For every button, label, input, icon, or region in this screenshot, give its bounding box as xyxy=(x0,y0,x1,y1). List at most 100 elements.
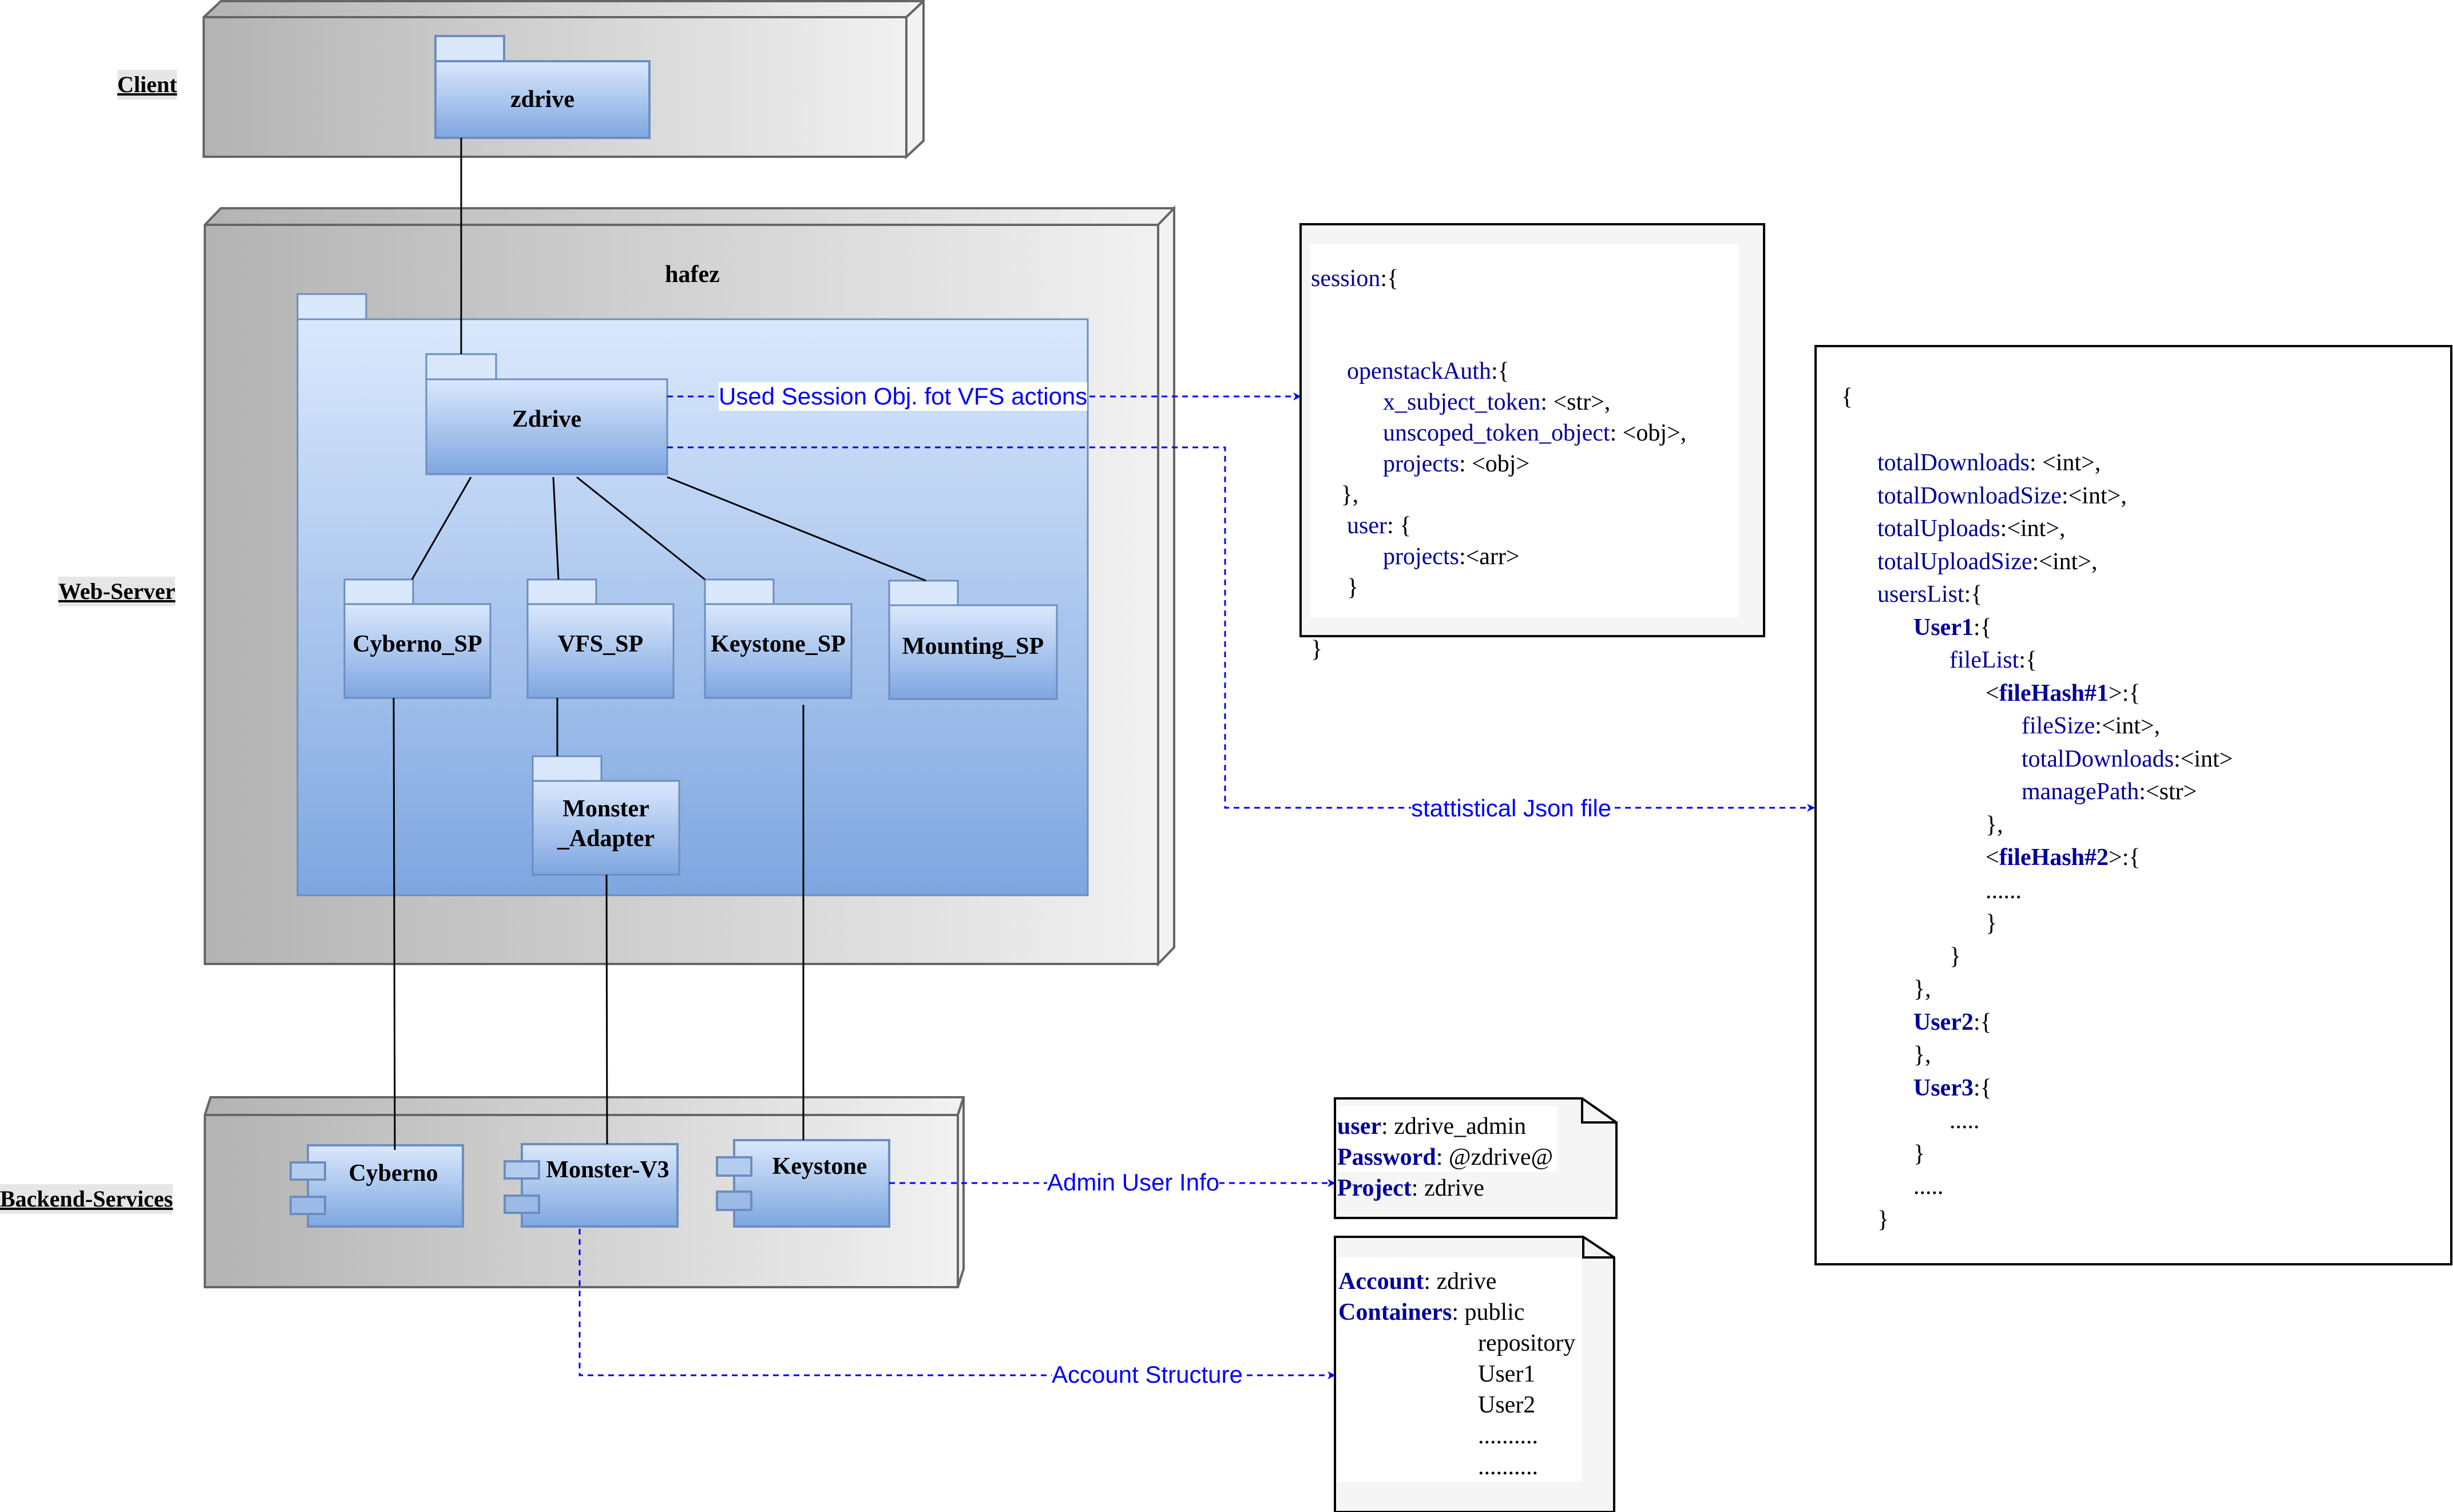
user2-key: User2 xyxy=(1913,1009,1974,1035)
file-hash-2-ellipsis: ...... xyxy=(1986,877,2022,904)
component-port-icon xyxy=(716,1156,752,1177)
admin-password-value: @zdrive@ xyxy=(1448,1144,1554,1170)
total-downloads-key: totalDownloads xyxy=(1877,450,2030,476)
containers-list: repository User1 User2 .......... ......… xyxy=(1478,1328,1575,1482)
component-port-icon xyxy=(290,1196,326,1215)
lane-label-backend-services: Backend-Services xyxy=(0,1184,173,1214)
keystone-component-label: Keystone xyxy=(772,1153,867,1180)
monster-v3-component[interactable] xyxy=(504,1143,679,1228)
stats-box xyxy=(1814,345,2452,1265)
container-item: User2 xyxy=(1478,1392,1536,1418)
total-upload-size-key: totalUploadSize xyxy=(1877,548,2032,575)
session-root-key: session xyxy=(1311,265,1381,292)
keystone-sp-label: Keystone_SP xyxy=(711,630,846,657)
containers-key: Containers xyxy=(1338,1299,1452,1326)
account-value: zdrive xyxy=(1436,1268,1497,1295)
container-item: .......... xyxy=(1478,1454,1538,1480)
container-item: .......... xyxy=(1478,1423,1538,1449)
monster-adapter-label-line1: Monster xyxy=(562,795,649,822)
admin-project-key: Project xyxy=(1337,1175,1412,1201)
zdrive-to-keystone-sp-line xyxy=(576,476,706,581)
monster-v3-component-label: Monster-V3 xyxy=(546,1156,669,1183)
component-port-icon xyxy=(290,1161,326,1181)
mounting-sp-label: Mounting_SP xyxy=(902,633,1044,660)
total-uploads-value: <int>, xyxy=(2007,515,2066,542)
total-uploads-key: totalUploads xyxy=(1877,515,2000,542)
file-total-downloads-key: totalDownloads xyxy=(2022,745,2174,772)
zdrive-package-label: Zdrive xyxy=(512,406,582,432)
openstack-auth-key: openstackAuth xyxy=(1347,358,1491,384)
zdrive-client-package[interactable] xyxy=(434,35,651,139)
monster-adapter-label-line2: _Adapter xyxy=(557,826,655,852)
cyberno-sp-label: Cyberno_SP xyxy=(352,630,482,657)
container-item: public xyxy=(1464,1299,1525,1326)
file-list-key: fileList xyxy=(1949,647,2019,673)
auth-projects-value: <obj> xyxy=(1465,451,1530,477)
admin-connector-label: Admin User Info xyxy=(1047,1168,1220,1197)
keystone-component[interactable] xyxy=(716,1139,890,1228)
admin-project-value: zdrive xyxy=(1424,1175,1484,1201)
user-projects-value: <arr> xyxy=(1465,543,1520,570)
file-hash-1-key: fileHash#1 xyxy=(1999,680,2109,707)
stats-code: { totalDownloads: <int>, totalDownloadSi… xyxy=(1841,384,2233,1233)
stats-connector-line[interactable] xyxy=(667,446,1815,812)
session-box xyxy=(1299,223,1765,637)
manage-path-key: managePath xyxy=(2022,779,2139,805)
user3-key: User3 xyxy=(1913,1074,1974,1101)
cyberno-sp-package[interactable] xyxy=(343,578,492,699)
total-upload-size-value: <int>, xyxy=(2039,548,2098,575)
zdrive-to-vfs-sp-line xyxy=(552,477,560,580)
component-port-icon xyxy=(504,1160,540,1180)
user-key: user xyxy=(1347,513,1387,539)
account-note-text: Account: zdrive Containers: public xyxy=(1338,1268,1525,1326)
stats-connector-label: stattistical Json file xyxy=(1411,794,1612,823)
total-download-size-value: <int>, xyxy=(2068,482,2127,509)
total-download-size-key: totalDownloadSize xyxy=(1877,482,2062,509)
user-projects-key: projects xyxy=(1383,543,1459,570)
file-size-value: <int>, xyxy=(2101,713,2161,739)
container-item: repository xyxy=(1478,1330,1576,1356)
x-subject-token-value: <str>, xyxy=(1547,389,1611,415)
keystone-sp-package[interactable] xyxy=(704,578,853,699)
manage-path-value: <str> xyxy=(2145,779,2197,805)
file-size-key: fileSize xyxy=(2022,713,2095,739)
file-hash-2-key: fileHash#2 xyxy=(1999,844,2109,871)
association-lines xyxy=(393,138,926,1150)
account-note xyxy=(1334,1236,1615,1512)
account-connector-label: Account Structure xyxy=(1052,1360,1243,1389)
cyberno-sp-to-cyberno-line xyxy=(393,697,396,1150)
unscoped-token-value: <obj>, xyxy=(1616,420,1687,446)
file-total-downloads-value: <int> xyxy=(2180,745,2233,772)
user1-key: User1 xyxy=(1913,614,1974,641)
admin-note-text: user: zdrive_admin Password: @zdrive@ Pr… xyxy=(1337,1113,1554,1201)
lane-label-client: Client xyxy=(117,70,177,100)
container-item: User1 xyxy=(1478,1361,1536,1387)
component-port-icon xyxy=(716,1190,752,1211)
admin-user-key: user xyxy=(1337,1113,1381,1140)
monster-adapter-package[interactable] xyxy=(532,755,680,876)
zdrive-client-label: zdrive xyxy=(510,86,574,113)
user3-ellipsis: ..... xyxy=(1949,1108,1980,1134)
admin-user-value: zdrive_admin xyxy=(1394,1113,1527,1140)
total-downloads-value: <int>, xyxy=(2036,450,2101,476)
zdrive-package[interactable] xyxy=(425,353,668,475)
zdrive-to-cyberno-sp-line xyxy=(411,477,472,580)
lane-label-web-server: Web-Server xyxy=(58,577,176,606)
cyberno-component-label: Cyberno xyxy=(348,1160,438,1186)
cyberno-component[interactable] xyxy=(290,1144,464,1228)
users-list-key: usersList xyxy=(1877,581,1964,608)
admin-password-key: Password xyxy=(1337,1144,1436,1170)
x-subject-token-key: x_subject_token xyxy=(1383,389,1541,415)
admin-note xyxy=(1334,1097,1618,1219)
zdrive-to-mounting-sp-line xyxy=(667,476,926,582)
mounting-sp-package[interactable] xyxy=(888,580,1058,700)
unscoped-token-key: unscoped_token_object xyxy=(1383,420,1610,446)
users-list-ellipsis: ..... xyxy=(1913,1173,1944,1200)
vfs-sp-package[interactable] xyxy=(526,578,675,699)
auth-projects-key: projects xyxy=(1383,451,1459,477)
monster-adapter-label: Monster _Adapter xyxy=(533,781,679,867)
component-port-icon xyxy=(504,1194,540,1214)
session-connector-label: Used Session Obj. fot VFS actions xyxy=(719,382,1088,411)
account-key: Account xyxy=(1338,1268,1424,1295)
